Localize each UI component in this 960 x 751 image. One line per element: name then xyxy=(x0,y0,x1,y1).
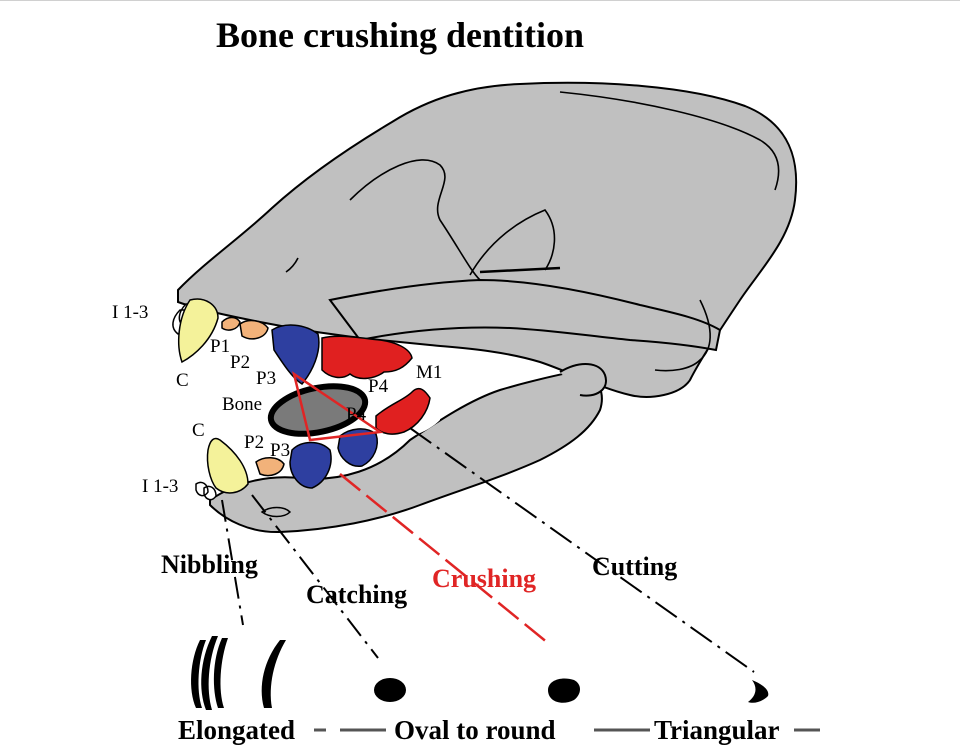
occipital-contour xyxy=(654,299,711,372)
label-lower-canine: C xyxy=(192,420,205,441)
label-upper-m1: M1 xyxy=(416,362,442,383)
label-upper-p1: P1 xyxy=(210,336,230,357)
elongated-shape-icon xyxy=(191,636,286,710)
triangular-shape-icon xyxy=(748,680,769,703)
lower-canine xyxy=(206,437,249,494)
label-upper-canine: C xyxy=(176,370,189,391)
label-nibbling: Nibbling xyxy=(161,550,258,579)
label-lower-p3: P3 xyxy=(270,440,290,461)
label-crushing: Crushing xyxy=(432,564,536,593)
label-cutting: Cutting xyxy=(592,552,677,581)
label-lower-incisors: I 1-3 xyxy=(142,476,178,497)
orbit-contour xyxy=(349,159,481,281)
nasal-line xyxy=(285,257,299,273)
temporal-line xyxy=(479,266,561,274)
leader-cutting xyxy=(409,427,755,673)
lower-m1 xyxy=(375,387,431,435)
diagram-title: Bone crushing dentition xyxy=(216,15,584,55)
label-lower-p4: P4 xyxy=(346,404,367,425)
mental-foramen xyxy=(260,506,292,518)
label-catching: Catching xyxy=(306,580,407,609)
upper-canine xyxy=(177,298,219,364)
skull-cranium xyxy=(177,81,798,398)
label-upper-p4: P4 xyxy=(368,376,389,397)
lower-p2 xyxy=(255,457,285,477)
crushing-triangle xyxy=(292,371,384,442)
leader-catching xyxy=(251,494,379,659)
upper-p3 xyxy=(271,324,320,385)
label-oval-to-round: Oval to round xyxy=(394,715,556,745)
label-upper-p2: P2 xyxy=(230,352,250,373)
mandible-condyle xyxy=(559,363,607,397)
leader-crushing xyxy=(339,473,549,644)
leader-nibbling xyxy=(221,499,244,626)
label-lower-p2: P2 xyxy=(244,432,264,453)
round-shape-icon xyxy=(548,678,580,703)
temporal-contour xyxy=(469,209,556,276)
upper-p2 xyxy=(239,319,269,340)
cranium-contour xyxy=(559,91,780,191)
label-triangular: Triangular xyxy=(654,715,780,745)
label-bone: Bone xyxy=(222,394,262,415)
label-upper-incisors: I 1-3 xyxy=(112,302,148,323)
lower-p3 xyxy=(289,441,332,489)
top-border xyxy=(0,0,960,1)
lower-incisors xyxy=(195,481,217,501)
oval-shape-icon xyxy=(374,678,406,702)
upper-p1 xyxy=(221,316,241,331)
label-elongated: Elongated xyxy=(178,715,295,745)
lower-p4 xyxy=(337,428,378,467)
label-upper-p3: P3 xyxy=(256,368,276,389)
upper-p4 xyxy=(321,335,413,380)
